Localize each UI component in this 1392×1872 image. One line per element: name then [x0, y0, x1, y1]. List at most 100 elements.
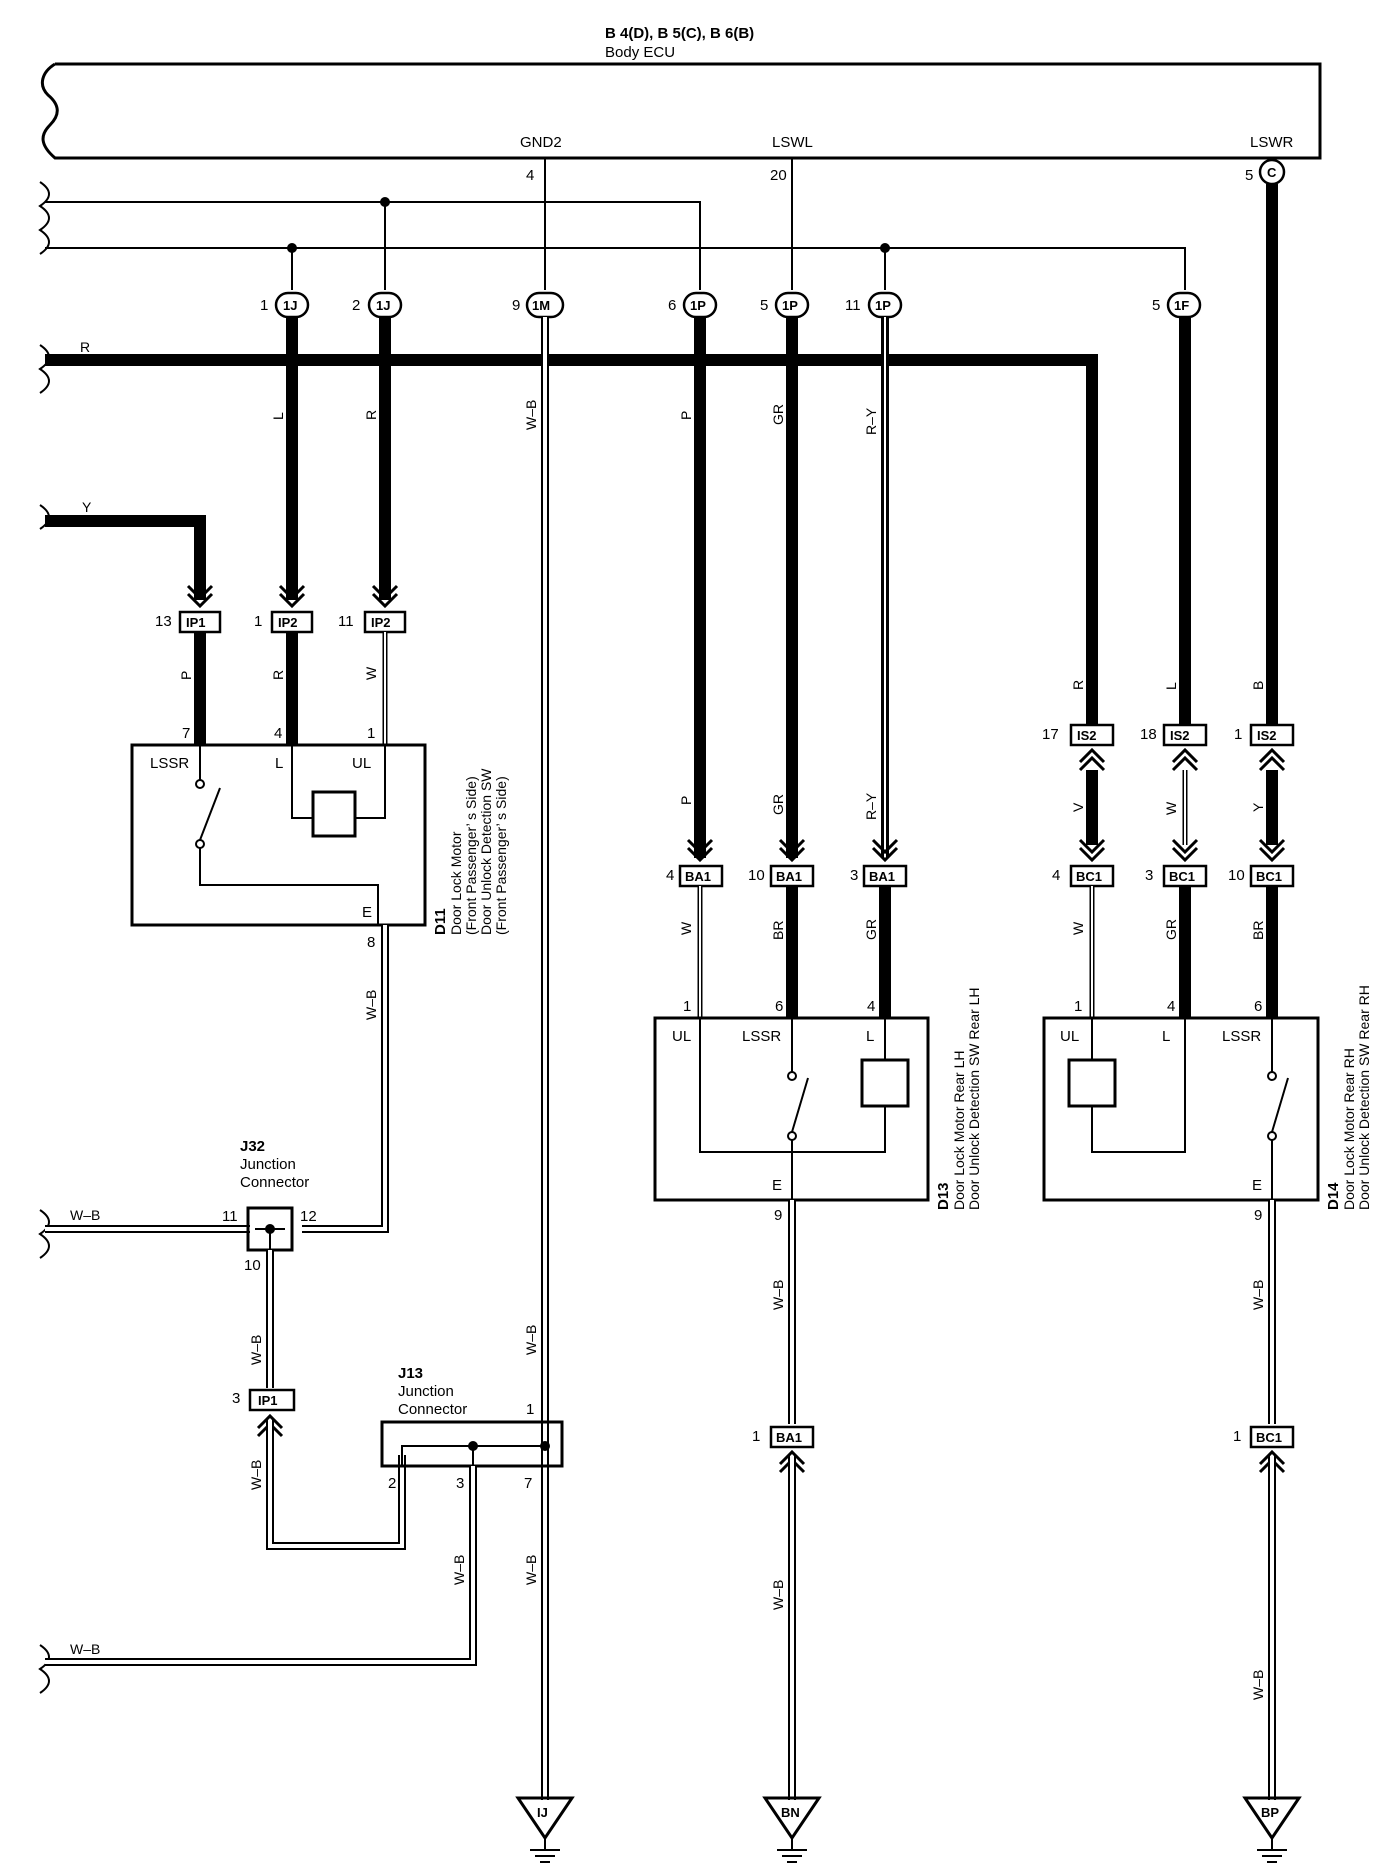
wire-color-label: W–B: [70, 1207, 100, 1223]
pin-label: 6: [1254, 998, 1262, 1015]
pin-label: 2: [388, 1475, 396, 1492]
pin-label: 6: [775, 998, 783, 1015]
component-desc: Door Unlock Detection SW Rear RH: [1356, 985, 1372, 1210]
wire-break: [38, 1209, 50, 1259]
connector-pin: 11: [845, 297, 861, 314]
wire-color-label: W–B: [451, 1555, 467, 1585]
chevron-icon: [371, 584, 399, 609]
pin-label: 1: [1074, 998, 1082, 1015]
switch-contact: [199, 787, 221, 841]
wire-color-label: Y: [1250, 802, 1266, 812]
wires-d11: P R W: [178, 632, 388, 745]
chevron-icon: [1258, 747, 1286, 772]
terminal-label: LSSR: [150, 755, 189, 772]
connector-pin: 1: [1234, 726, 1242, 743]
j13-name: Junction: [398, 1383, 454, 1400]
pin-gnd2: 4: [526, 167, 534, 184]
body-ecu: B 4(D), B 5(C), B 6(B) Body ECU GND2 LSW…: [40, 25, 1322, 186]
wire-break: [38, 1644, 50, 1694]
terminal-label: L: [866, 1028, 874, 1045]
wire-color-label: P: [678, 796, 694, 805]
wire-color-label: BR: [1250, 921, 1266, 940]
wire-color-label: R: [270, 670, 286, 680]
chevron-icon: [186, 584, 214, 609]
terminal-label: E: [362, 904, 372, 921]
pin-label: 4: [867, 998, 875, 1015]
ground-code: IJ: [537, 1805, 548, 1820]
connector-code: BC1: [1256, 869, 1282, 884]
connector-pin: 13: [155, 613, 172, 630]
terminal-label: UL: [1060, 1028, 1079, 1045]
wire-color-label: BR: [770, 921, 786, 940]
ground-triangle-icon: [762, 1796, 822, 1841]
pin-lswl: 20: [770, 167, 787, 184]
main-wires: R Y: [38, 184, 1278, 1800]
wire-break-left-top: [38, 181, 50, 255]
junction-dot: [380, 197, 390, 207]
connector-code: BC1: [1076, 869, 1102, 884]
pin-label: 9: [1254, 1207, 1262, 1224]
wire-color-label: P: [678, 411, 694, 420]
terminal-label: E: [1252, 1177, 1262, 1194]
ground-triangle-icon: [1242, 1796, 1302, 1841]
component-desc: Door Lock Motor Rear RH: [1341, 1048, 1357, 1210]
j32-code: J32: [240, 1138, 265, 1155]
ecu-header: B 4(D), B 5(C), B 6(B): [605, 25, 754, 42]
ip-connectors: 13 IP1 1 IP2 11 IP2: [155, 610, 407, 634]
wire-color-label: W–B: [363, 990, 379, 1020]
wire-color-label: R: [363, 410, 379, 420]
pin-label: 1: [367, 725, 375, 742]
chevron-icon: [1078, 747, 1106, 772]
wire-color-label: W: [1070, 921, 1086, 935]
pin-label: 4: [274, 725, 282, 742]
connector-code: BA1: [869, 869, 895, 884]
ecu-name: Body ECU: [605, 44, 675, 61]
connector-pin: 9: [512, 297, 520, 314]
connector-pin: 1: [752, 1428, 760, 1445]
terminal-label: LSSR: [1222, 1028, 1261, 1045]
pin-label: 10: [244, 1257, 261, 1274]
chevron-icon: [1171, 838, 1199, 863]
connector-code: BA1: [776, 1430, 802, 1445]
wire-color-label: W–B: [1250, 1280, 1266, 1310]
term-gnd2: GND2: [520, 134, 562, 151]
wire-color-label: GR: [770, 404, 786, 425]
wire-color-label: W–B: [70, 1641, 100, 1657]
d11-component: 7 4 1 LSSR L UL E 8 D11 Door Lock Motor …: [130, 725, 509, 951]
connector-code: 1P: [875, 298, 891, 313]
wire-branch-2: [45, 247, 1186, 290]
connector-pin: 6: [668, 297, 676, 314]
component-desc: (Front Passenger’ s Side): [493, 776, 509, 935]
connector-pin: 5: [760, 297, 768, 314]
component-desc: (Front Passenger’ s Side): [463, 776, 479, 935]
motor-icon: [860, 1058, 910, 1108]
wire-color-label: L: [1163, 682, 1179, 690]
wire-labels-upper: L R W–B P GR R–Y R L B: [270, 400, 1266, 690]
pin-label: 8: [367, 934, 375, 951]
wire-color-label: L: [270, 412, 286, 420]
pin-label: 9: [774, 1207, 782, 1224]
connector-code: IS2: [1077, 728, 1097, 743]
terminal-label: L: [275, 755, 283, 772]
wire-color-label: W–B: [523, 1325, 539, 1355]
wire-color-label: W–B: [1250, 1670, 1266, 1700]
wire-color-label: Y: [82, 499, 92, 515]
connector-1p-11: 11 1P: [845, 291, 903, 319]
connector-1m-9: 9 1M: [512, 291, 565, 319]
terminal-label: UL: [672, 1028, 691, 1045]
rear-lh-wiring: P GR R–Y 4 BA1 10 BA1 3 BA1 W BR GR 1 6 …: [653, 792, 982, 1800]
wire-color-label: GR: [863, 919, 879, 940]
pin-label: 7: [524, 1475, 532, 1492]
motor-icon: [311, 790, 357, 838]
connector-pin: 1: [1233, 1428, 1241, 1445]
connector-code: IP1: [186, 615, 206, 630]
wire-color-label: W–B: [248, 1335, 264, 1365]
connector-code: 1J: [283, 298, 297, 313]
wire-color-label: R: [1070, 680, 1086, 690]
d14-box: [1042, 1016, 1320, 1202]
component-desc: Door Unlock Detection SW: [478, 768, 494, 935]
connector-pin: 4: [666, 867, 674, 884]
ground-bp: BP: [1242, 1796, 1302, 1863]
wire-color-label: R–Y: [863, 407, 879, 435]
chevron-icon: [278, 584, 306, 609]
